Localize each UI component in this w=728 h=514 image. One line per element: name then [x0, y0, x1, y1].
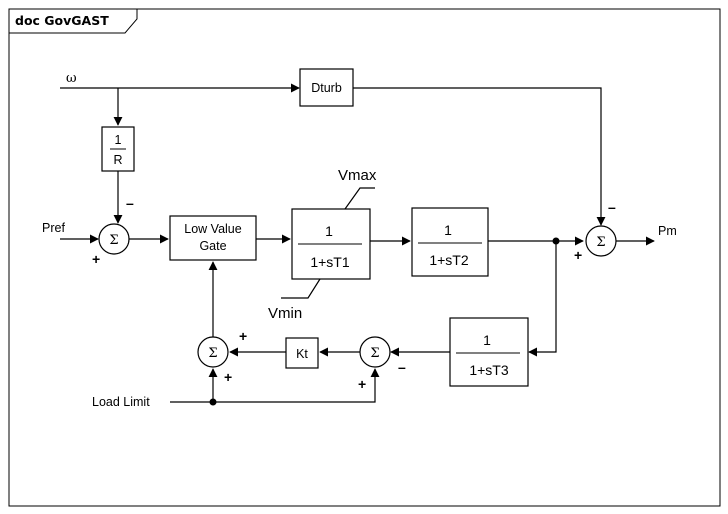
- frame-title: doc GovGAST: [15, 13, 109, 28]
- vmin-label: Vmin: [268, 305, 302, 322]
- sum1-plus-sign: +: [92, 251, 100, 267]
- tf1-denominator: 1+sT1: [310, 254, 350, 270]
- sum-out-plus-sign: +: [574, 247, 582, 263]
- tf3-denominator: 1+sT3: [469, 362, 509, 378]
- vmax-limit-line: [344, 187, 375, 210]
- sum-out-minus-sign: –: [608, 199, 616, 215]
- vmin-limit-line: [281, 278, 321, 299]
- summer-output-symbol: Σ: [596, 235, 605, 250]
- summer-1-symbol: Σ: [109, 233, 118, 248]
- load-limit-label: Load Limit: [92, 395, 150, 409]
- frame-title-tab: [8, 8, 138, 34]
- low-value-gate-block: [169, 215, 257, 261]
- dturb-block: [299, 68, 354, 107]
- summer-2-symbol: Σ: [208, 346, 217, 361]
- pref-label: Pref: [42, 221, 65, 235]
- tf1-numerator: 1: [325, 223, 333, 239]
- diagram-frame: [8, 8, 721, 507]
- vmax-label: Vmax: [338, 167, 377, 184]
- sum2-plus-sign-bottom: +: [224, 369, 232, 385]
- kt-block: [285, 337, 319, 369]
- sum3-minus-sign: –: [398, 359, 406, 375]
- sum1-minus-sign: –: [126, 195, 134, 211]
- tf3-numerator: 1: [483, 332, 491, 348]
- sum3-plus-sign: +: [358, 376, 366, 392]
- pm-label: Pm: [658, 224, 677, 238]
- dturb-to-sum-out-wire: [353, 87, 606, 226]
- dturb-label: Dturb: [311, 81, 342, 95]
- load-limit-to-sum3-wire: [213, 368, 380, 403]
- low-value-gate-line2: Gate: [199, 239, 226, 253]
- tf2-denominator: 1+sT2: [429, 252, 469, 268]
- tf2-block: [411, 207, 489, 277]
- droop-numerator: 1: [115, 133, 122, 147]
- kt-label: Kt: [296, 347, 308, 361]
- tf2-numerator: 1: [444, 222, 452, 238]
- summer-3-symbol: Σ: [370, 346, 379, 361]
- droop-denominator: R: [113, 153, 122, 167]
- omega-label: ω: [66, 71, 77, 86]
- sum2-plus-sign-right: +: [239, 328, 247, 344]
- low-value-gate-line1: Low Value: [184, 222, 241, 236]
- tf2-to-tf3-feedback-wire: [528, 241, 557, 357]
- tf3-block: [449, 317, 529, 387]
